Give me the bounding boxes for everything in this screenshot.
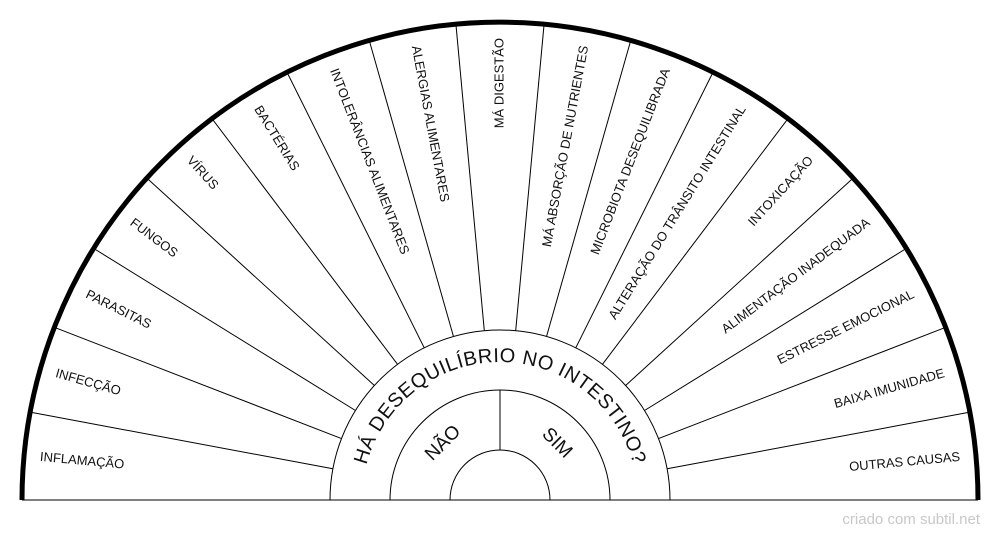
segment-divider — [54, 326, 342, 440]
segment-label: PARASITAS — [84, 286, 155, 331]
segment-label: MÁ ABSORÇÃO DE NUTRIENTES — [539, 44, 591, 248]
segment-divider — [146, 177, 375, 386]
outer-arc — [19, 19, 981, 501]
segment-label: MÁ DIGESTÃO — [491, 38, 506, 128]
segment-divider — [211, 118, 398, 365]
segment-label: INTOLERÂNCIAS ALIMENTARES — [327, 66, 413, 257]
segment-label: BACTÉRIAS — [251, 103, 303, 174]
hub-arc — [449, 449, 551, 501]
segment-label: ALERGIAS ALIMENTARES — [409, 44, 453, 203]
answer-yes: SIM — [538, 424, 577, 463]
segment-label: FUNGOS — [127, 215, 181, 261]
chart-lines — [19, 19, 981, 501]
answer-no: NÃO — [420, 420, 465, 465]
segment-divider — [625, 177, 854, 386]
segment-label: INFLAMAÇÃO — [39, 449, 125, 472]
segment-divider — [30, 411, 333, 470]
segment-label: BAIXA IMUNIDADE — [832, 365, 946, 411]
segment-label: INTOXICAÇÃO — [745, 153, 816, 229]
segment-divider — [515, 23, 545, 331]
segment-divider — [602, 118, 789, 365]
segment-divider — [286, 71, 425, 349]
segment-divider — [644, 247, 907, 411]
segment-divider — [658, 326, 946, 440]
question-ring-arc — [329, 329, 671, 501]
segment-label: OUTRAS CAUSAS — [848, 449, 960, 474]
segment-label: ESTRESSE EMOCIONAL — [775, 286, 917, 367]
segment-label: VÍRUS — [184, 153, 222, 193]
credit-text: criado com subtil.net — [842, 511, 980, 528]
segment-divider — [368, 40, 454, 337]
segment-label: INFECÇÃO — [54, 365, 123, 398]
segment-divider — [546, 40, 632, 337]
segment-divider — [667, 411, 970, 470]
segment-divider — [455, 23, 485, 331]
segment-label: ALTERAÇÃO DO TRÂNSITO INTESTINAL — [605, 103, 749, 322]
segment-divider — [93, 247, 356, 411]
segment-divider — [575, 71, 714, 349]
